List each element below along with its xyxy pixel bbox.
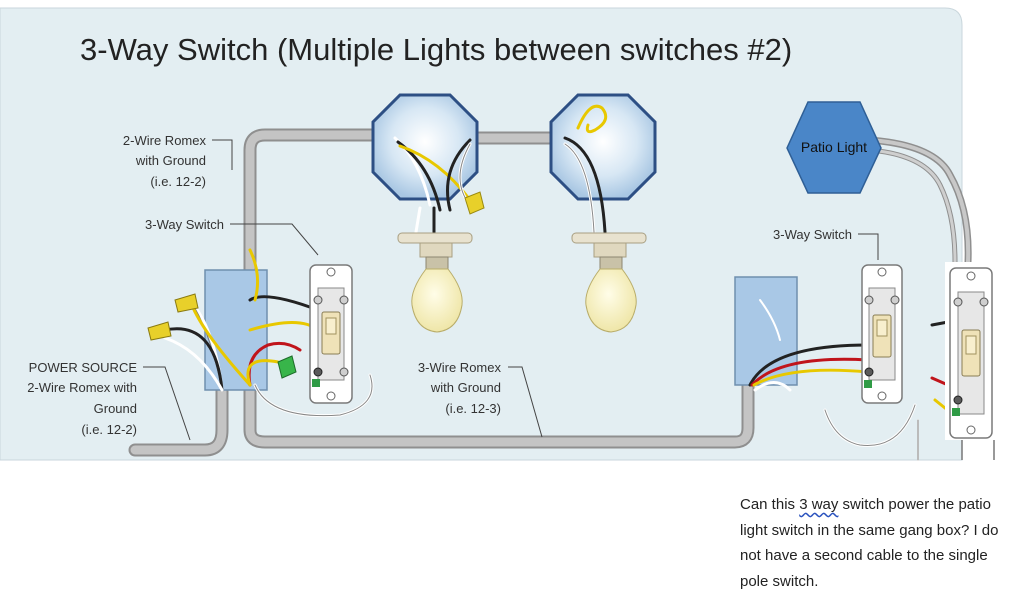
- svg-text:(i.e. 12-2): (i.e. 12-2): [81, 422, 137, 437]
- question-text: Can this 3 way switch power the patio li…: [740, 492, 1024, 594]
- label-romex-3wire: 3-Wire Romex with Ground (i.e. 12-3): [418, 360, 502, 416]
- question-line-3: not have a second cable to the single: [740, 547, 988, 564]
- label-power-source: POWER SOURCE 2-Wire Romex with Ground (i…: [27, 360, 137, 437]
- leader-lines: [143, 139, 879, 441]
- label-switch-right: 3-Way Switch: [773, 227, 852, 242]
- patio-light-box: [786, 101, 882, 194]
- question-line-1: Can this 3 way switch power the patio: [740, 496, 991, 513]
- svg-text:POWER SOURCE: POWER SOURCE: [29, 360, 138, 375]
- wires: [163, 104, 952, 461]
- question-line-4: pole switch.: [740, 572, 819, 590]
- svg-text:with Ground: with Ground: [135, 153, 206, 168]
- svg-text:3-Wire Romex: 3-Wire Romex: [418, 360, 502, 375]
- svg-text:with Ground: with Ground: [430, 380, 501, 395]
- three-way-switch-left: [309, 264, 353, 404]
- svg-text:(i.e. 12-3): (i.e. 12-3): [445, 401, 501, 416]
- fixture-box-2: [549, 93, 657, 201]
- svg-text:2-Wire Romex: 2-Wire Romex: [123, 133, 207, 148]
- label-romex-2wire: 2-Wire Romex with Ground (i.e. 12-2): [123, 133, 207, 189]
- gang-box-right: [734, 276, 798, 386]
- svg-text:Ground: Ground: [94, 401, 137, 416]
- wire-nuts: [147, 293, 297, 379]
- three-way-switch-right: [861, 264, 903, 404]
- patio-light-label: Patio Light: [801, 139, 867, 155]
- question-line-2: light switch in the same gang box? I do: [740, 521, 999, 539]
- light-bulb-1: [397, 232, 473, 333]
- single-pole-switch: [945, 262, 1000, 460]
- romex-cables: [128, 128, 972, 457]
- svg-text:(i.e. 12-2): (i.e. 12-2): [150, 174, 206, 189]
- diagram-title: 3-Way Switch (Multiple Lights between sw…: [80, 32, 792, 67]
- label-switch-left: 3-Way Switch: [145, 217, 224, 232]
- spellcheck-flagged-word: 3 way: [799, 496, 839, 513]
- light-bulb-2: [571, 232, 647, 333]
- svg-text:2-Wire Romex with: 2-Wire Romex with: [27, 380, 137, 395]
